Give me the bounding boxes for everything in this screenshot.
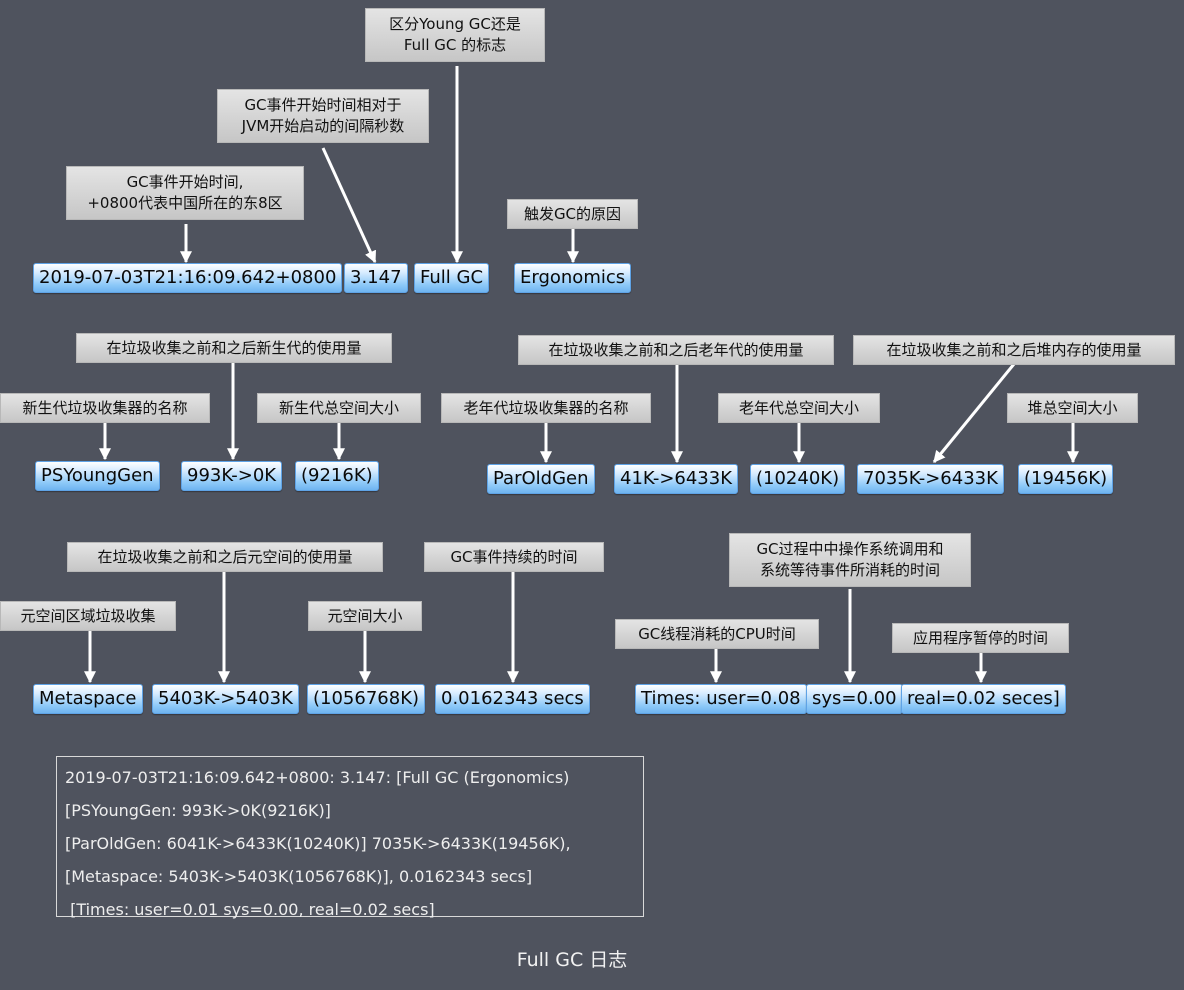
note-heap-usage: 在垃圾收集之前和之后堆内存的使用量 bbox=[853, 335, 1175, 365]
value-old-usage: 41K->6433K bbox=[614, 464, 739, 494]
value-heap-usage: 7035K->6433K bbox=[857, 464, 1004, 494]
value-gc-type: Full GC bbox=[414, 263, 490, 293]
value-uptime: 3.147 bbox=[344, 263, 408, 293]
value-young-total: (9216K) bbox=[295, 461, 379, 491]
log-line: 2019-07-03T21:16:09.642+0800: 3.147: [Fu… bbox=[65, 768, 570, 787]
note-timestamp: GC事件开始时间,+0800代表中国所在的东8区 bbox=[66, 166, 304, 220]
log-line: [PSYoungGen: 993K->0K(9216K)] bbox=[65, 801, 331, 820]
log-line: [ParOldGen: 6041K->6433K(10240K)] 7035K-… bbox=[65, 834, 571, 853]
value-heap-total: (19456K) bbox=[1018, 464, 1114, 494]
value-user: Times: user=0.08 bbox=[635, 684, 807, 714]
value-old-collector: ParOldGen bbox=[487, 464, 595, 494]
note-real: 应用程序暂停的时间 bbox=[892, 623, 1069, 653]
value-young-collector: PSYoungGen bbox=[35, 461, 160, 491]
note-meta-collector: 元空间区域垃圾收集 bbox=[0, 601, 176, 631]
value-real: real=0.02 seces] bbox=[901, 684, 1066, 714]
note-young-total: 新生代总空间大小 bbox=[257, 393, 421, 423]
value-duration: 0.0162343 secs bbox=[435, 684, 590, 714]
note-meta-usage: 在垃圾收集之前和之后元空间的使用量 bbox=[67, 542, 383, 572]
note-sys: GC过程中中操作系统调用和系统等待事件所消耗的时间 bbox=[729, 533, 971, 587]
note-meta-total: 元空间大小 bbox=[308, 601, 422, 631]
note-heap-total: 堆总空间大小 bbox=[1007, 393, 1138, 423]
note-old-usage: 在垃圾收集之前和之后老年代的使用量 bbox=[518, 335, 834, 365]
note-cause: 触发GC的原因 bbox=[507, 199, 638, 229]
value-meta-usage: 5403K->5403K bbox=[152, 684, 299, 714]
log-line: [Metaspace: 5403K->5403K(1056768K)], 0.0… bbox=[65, 867, 533, 886]
value-meta-total: (1056768K) bbox=[307, 684, 426, 714]
value-meta-collector: Metaspace bbox=[33, 684, 143, 714]
figure-caption: Full GC 日志 bbox=[516, 949, 628, 971]
log-line: [Times: user=0.01 sys=0.00, real=0.02 se… bbox=[65, 900, 435, 919]
log-sample-box: 2019-07-03T21:16:09.642+0800: 3.147: [Fu… bbox=[56, 756, 644, 919]
value-timestamp: 2019-07-03T21:16:09.642+0800 bbox=[33, 263, 343, 293]
value-young-usage: 993K->0K bbox=[181, 461, 283, 491]
note-user: GC线程消耗的CPU时间 bbox=[615, 619, 819, 649]
arrow-uptime bbox=[321, 147, 377, 264]
arrow-heap-usage bbox=[932, 363, 1016, 463]
note-duration: GC事件持续的时间 bbox=[424, 542, 604, 572]
value-cause: Ergonomics bbox=[514, 263, 632, 293]
value-old-total: (10240K) bbox=[750, 464, 846, 494]
note-old-total: 老年代总空间大小 bbox=[718, 393, 880, 423]
note-young-usage: 在垃圾收集之前和之后新生代的使用量 bbox=[76, 333, 392, 363]
note-young-collector: 新生代垃圾收集器的名称 bbox=[0, 393, 210, 423]
value-sys: sys=0.00 bbox=[806, 684, 903, 714]
note-old-collector: 老年代垃圾收集器的名称 bbox=[441, 393, 651, 423]
